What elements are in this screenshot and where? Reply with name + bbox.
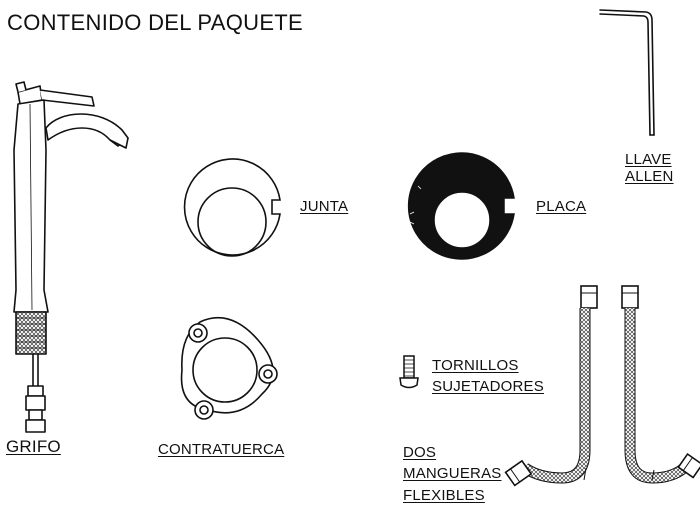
page-title: CONTENIDO DEL PAQUETE	[7, 10, 304, 35]
gasket-icon	[183, 158, 281, 257]
locknut-icon	[180, 316, 278, 420]
label-faucet: GRIFO	[6, 437, 61, 456]
allen-key-icon	[599, 9, 655, 136]
label-gasket: JUNTA	[300, 198, 349, 215]
label-allen-line2: ALLEN	[625, 168, 674, 185]
plate-icon	[407, 152, 515, 260]
hose-icon	[621, 285, 700, 484]
faucet-icon	[13, 81, 129, 433]
label-screws-line2: SUJETADORES	[432, 378, 544, 395]
label-plate: PLACA	[536, 198, 587, 215]
label-locknut: CONTRATUERCA	[158, 441, 285, 458]
label-allen-line1: LLAVE	[625, 151, 672, 168]
label-hoses-line3: FLEXIBLES	[403, 487, 485, 504]
hose-icon	[504, 285, 598, 487]
label-hoses-line1: DOS	[403, 444, 437, 461]
screw-icon	[399, 355, 419, 389]
label-screws-line1: TORNILLOS	[432, 357, 519, 374]
label-hoses-line2: MANGUERAS	[403, 465, 502, 482]
